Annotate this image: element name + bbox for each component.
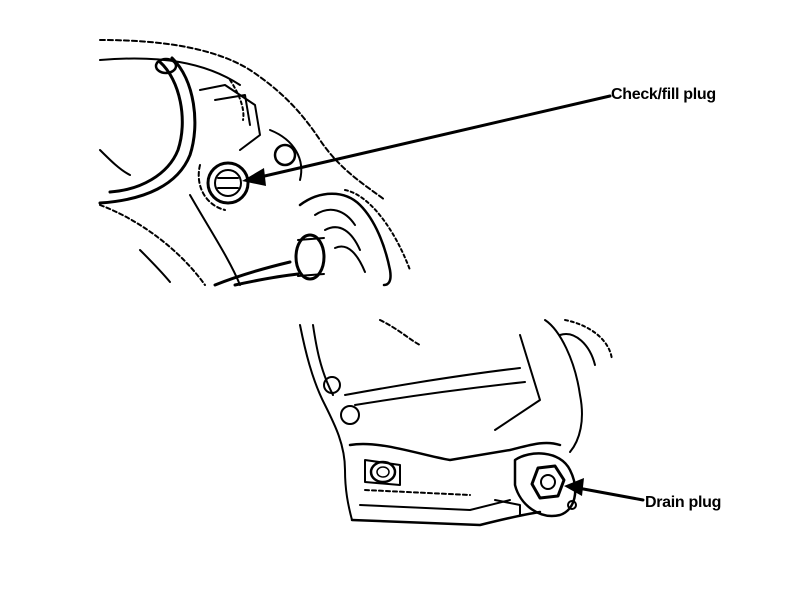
check-fill-plug [206, 161, 250, 205]
upper-transaxle-view [98, 39, 411, 287]
drain-plug-label: Drain plug [645, 494, 722, 511]
check-fill-plug-label: Check/fill plug [611, 86, 716, 103]
drain-plug [530, 464, 566, 500]
check-fill-leader-arrow [242, 94, 612, 186]
drain-leader-arrow [564, 478, 645, 502]
lower-transaxle-view [299, 319, 613, 527]
